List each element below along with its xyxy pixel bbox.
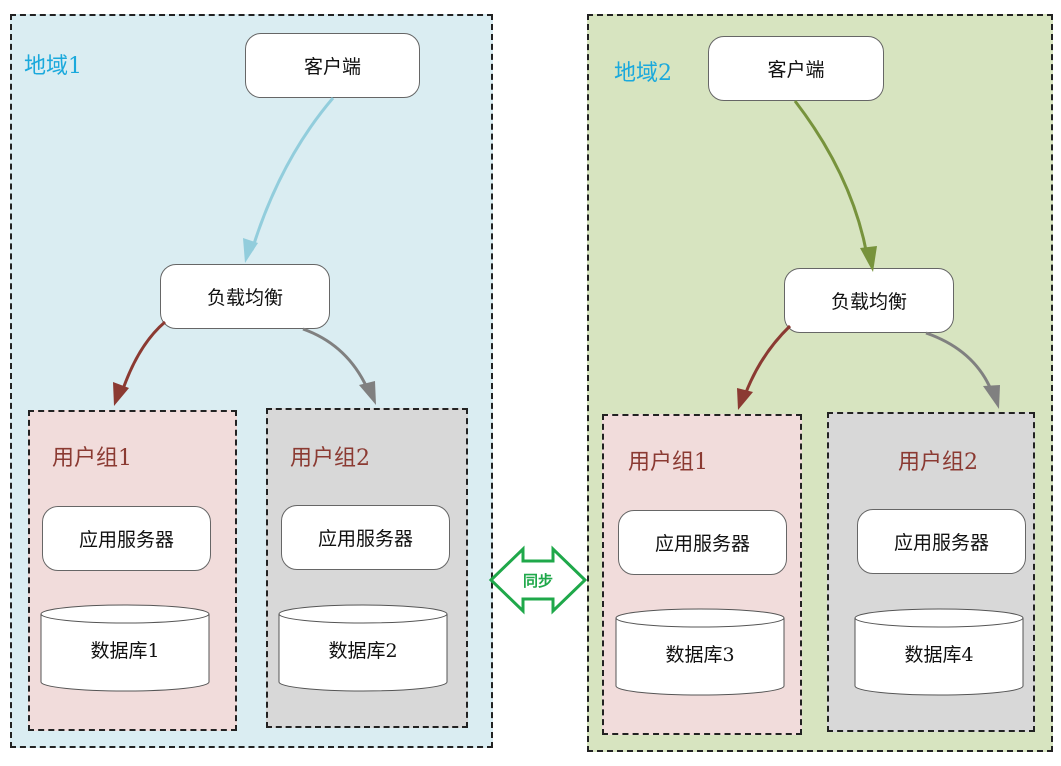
region-1-client-to-lb-arrow [250, 97, 335, 251]
region-1-group-1-title: 用户组1 [52, 446, 132, 471]
region-1-group-1-app-server[interactable]: 应用服务器 [42, 506, 211, 571]
region-2-load-balancer-label: 负载均衡 [830, 291, 907, 313]
region-1-group-2-database[interactable] [278, 604, 448, 692]
region-2-group-1-app-server[interactable]: 应用服务器 [618, 510, 787, 575]
app-server-label: 应用服务器 [317, 528, 413, 550]
region-2-title: 地域2 [614, 61, 672, 86]
app-server-label: 应用服务器 [654, 533, 750, 555]
region-2-group-1-database[interactable] [615, 608, 785, 696]
region-2-client-label: 客户端 [767, 59, 825, 81]
region-2-group-2-database-label: 数据库4 [904, 644, 974, 666]
sync-label: 同步 [522, 572, 553, 590]
region-2-group-2-title: 用户组2 [898, 450, 978, 475]
region-1-load-balancer-label: 负载均衡 [206, 287, 283, 309]
region-1-client-label: 客户端 [303, 56, 361, 78]
region-2-client-node[interactable]: 客户端 [708, 36, 884, 101]
sync-double-arrow-icon [488, 545, 588, 615]
app-server-label: 应用服务器 [893, 532, 989, 554]
region-1-group-1-database[interactable] [40, 604, 210, 692]
region-1-lb-to-group-2-arrowhead [359, 381, 376, 405]
region-2-lb-to-group-1-arrowhead [737, 388, 753, 410]
region-1-group-1-database-label: 数据库1 [90, 640, 160, 662]
region-1-lb-to-group-1-arrow [120, 320, 166, 393]
region-2-group-1-title: 用户组1 [628, 450, 708, 475]
region-2-lb-to-group-2-arrow [925, 331, 994, 393]
region-2-client-to-lb-arrow [793, 100, 869, 256]
region-1-group-2-title: 用户组2 [290, 446, 370, 471]
region-2-load-balancer-node[interactable]: 负载均衡 [784, 268, 954, 333]
region-2-lb-to-group-1-arrow [743, 324, 792, 396]
region-2-group-1-database-label: 数据库3 [665, 644, 735, 666]
region-1-group-2-app-server[interactable]: 应用服务器 [281, 505, 450, 570]
region-1-load-balancer-node[interactable]: 负载均衡 [160, 264, 330, 329]
region-1-lb-to-group-2-arrow [302, 327, 370, 391]
region-2-group-2-database[interactable] [854, 608, 1024, 696]
region-1-group-2-database-label: 数据库2 [328, 640, 398, 662]
region-1-title: 地域1 [24, 54, 82, 79]
app-server-label: 应用服务器 [78, 529, 174, 551]
region-1-lb-to-group-1-arrowhead [113, 382, 129, 406]
region-1-client-to-lb-arrowhead [243, 238, 258, 263]
region-2-group-2-app-server[interactable]: 应用服务器 [857, 509, 1026, 574]
region-1-client-node[interactable]: 客户端 [245, 33, 420, 98]
region-2-lb-to-group-2-arrowhead [983, 385, 1000, 409]
region-2-client-to-lb-arrowhead [860, 246, 877, 272]
